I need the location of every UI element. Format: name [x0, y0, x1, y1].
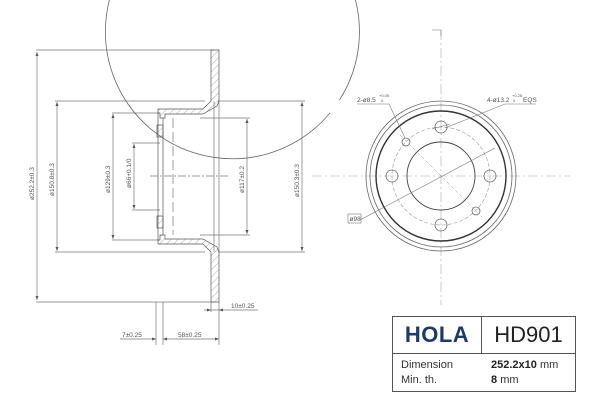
model-number: HD901 — [494, 322, 563, 347]
spec-value: 8 — [491, 374, 498, 386]
label-bolt-holes: 4-ø13.2 — [487, 97, 510, 104]
label-small-holes: 2-ø8.5 — [357, 97, 376, 104]
spec-row-min-thickness: Min. th. 8 mm — [401, 373, 567, 388]
label-bolt-holes-suffix: EQS — [523, 97, 537, 104]
title-block: HOLA HD901 Dimension 252.2x10 mm Min. th… — [392, 316, 576, 392]
label-pcd: ø98 — [350, 216, 362, 223]
dim-center-bore: ø66+0.1/0 — [126, 158, 133, 188]
spec-label: Dimension — [401, 359, 453, 371]
front-view-labels: 2-ø8.5 +0.05 0 4-ø13.2 +0.25 0 EQS ø98 — [347, 93, 537, 224]
dim-hub-face-thickness: 7±0.25 — [122, 332, 142, 339]
spec-unit: mm — [500, 374, 519, 386]
brand-logo: HOLA — [393, 317, 482, 353]
spec-label: Min. th. — [401, 374, 438, 386]
spec-value: 252.2x10 — [491, 359, 537, 371]
spec-row-dimension: Dimension 252.2x10 mm — [401, 358, 567, 373]
label-bolt-holes-tol-upper: +0.25 — [512, 93, 523, 98]
side-view-dimension-labels: ø252.2±0.3 ø150.8±0.3 ø129±0.3 ø66+0.1/0… — [29, 158, 301, 339]
spec-unit: mm — [539, 359, 559, 371]
dim-hat-inner-diameter: ø129±0.3 — [105, 165, 112, 193]
dim-outer-diameter: ø252.2±0.3 — [29, 167, 36, 200]
front-view — [105, 0, 570, 305]
side-view — [36, 49, 305, 345]
dim-hat-height: 58±0.25 — [178, 332, 202, 339]
dim-inner-hat-diameter: ø117±0.2 — [239, 166, 246, 193]
label-bolt-holes-tol-lower: 0 — [513, 98, 516, 103]
dim-hat-face-diameter: ø150.3±0.3 — [294, 164, 301, 197]
dim-hat-outer-diameter: ø150.8±0.3 — [49, 163, 56, 196]
label-small-holes-tol-upper: +0.05 — [379, 93, 390, 98]
dim-disc-thickness: 10±0.25 — [231, 303, 255, 310]
label-small-holes-tol-lower: 0 — [381, 98, 384, 103]
